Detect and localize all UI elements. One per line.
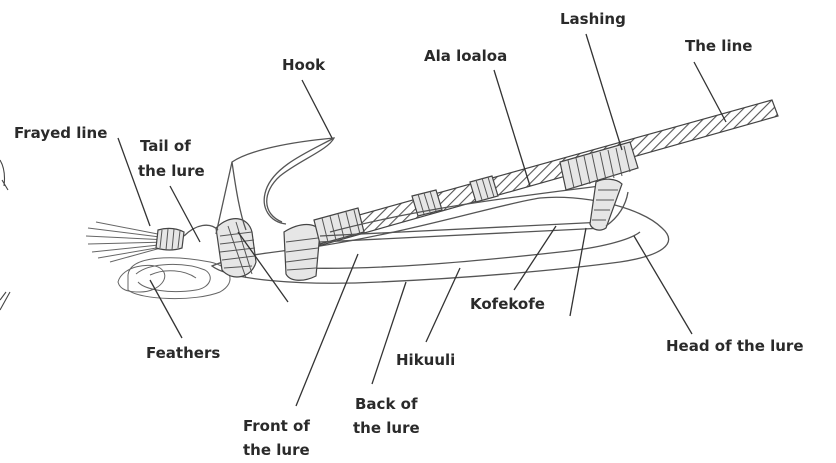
label-kofekofe: Kofekofe — [470, 295, 545, 313]
leader-feathers — [150, 280, 182, 338]
label-hook: Hook — [282, 56, 326, 74]
label-lashing: Lashing — [560, 10, 626, 28]
leader-kofekofe-2 — [570, 228, 586, 316]
label-front-line1: Front of — [243, 417, 310, 435]
leader-kofekofe — [514, 226, 556, 290]
label-tail-line1: Tail of — [140, 137, 191, 155]
lure-illustration — [86, 100, 778, 299]
frayed-line-tassel — [86, 222, 184, 262]
leader-ala-loaloa — [494, 70, 530, 186]
label-the-line: The line — [685, 37, 752, 55]
label-frayed-line: Frayed line — [14, 124, 107, 142]
label-feathers: Feathers — [146, 344, 220, 362]
label-ala-loaloa: Ala loaloa — [424, 47, 507, 65]
label-front-line2: the lure — [243, 441, 310, 459]
labels: Hook Ala loaloa Lashing The line Frayed … — [14, 10, 804, 459]
leader-head — [634, 236, 692, 334]
label-back-line2: the lure — [353, 419, 420, 437]
label-back-line1: Back of — [355, 395, 418, 413]
leader-hook — [302, 80, 332, 138]
edge-fragments — [0, 160, 10, 310]
main-line-rope — [298, 100, 778, 250]
label-hikuuli: Hikuuli — [396, 351, 455, 369]
feathers-bundle — [118, 258, 230, 299]
label-tail-line2: the lure — [138, 162, 205, 180]
leader-lashing — [586, 34, 622, 150]
label-head-of-lure: Head of the lure — [666, 337, 804, 355]
leader-the-line — [694, 62, 726, 122]
